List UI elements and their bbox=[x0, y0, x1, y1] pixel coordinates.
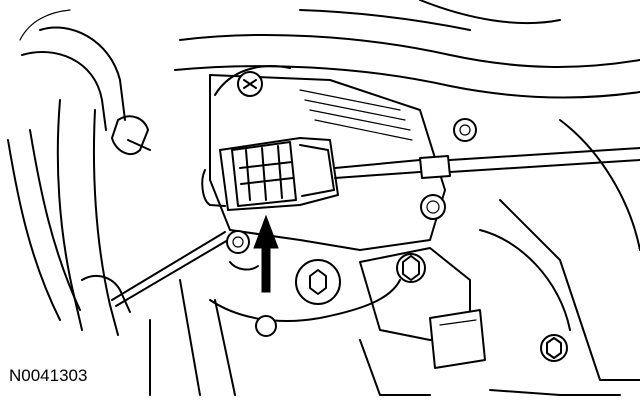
center-housing bbox=[209, 65, 477, 251]
installation-arrow bbox=[253, 214, 279, 293]
lower-rod bbox=[111, 231, 229, 307]
left-hose-assembly bbox=[7, 9, 151, 336]
lower-components bbox=[149, 119, 640, 396]
upper-hose bbox=[174, 0, 640, 99]
sensor-connector bbox=[201, 137, 339, 211]
sensor-cable bbox=[334, 147, 640, 179]
figure-reference-code: N0041303 bbox=[9, 366, 88, 385]
